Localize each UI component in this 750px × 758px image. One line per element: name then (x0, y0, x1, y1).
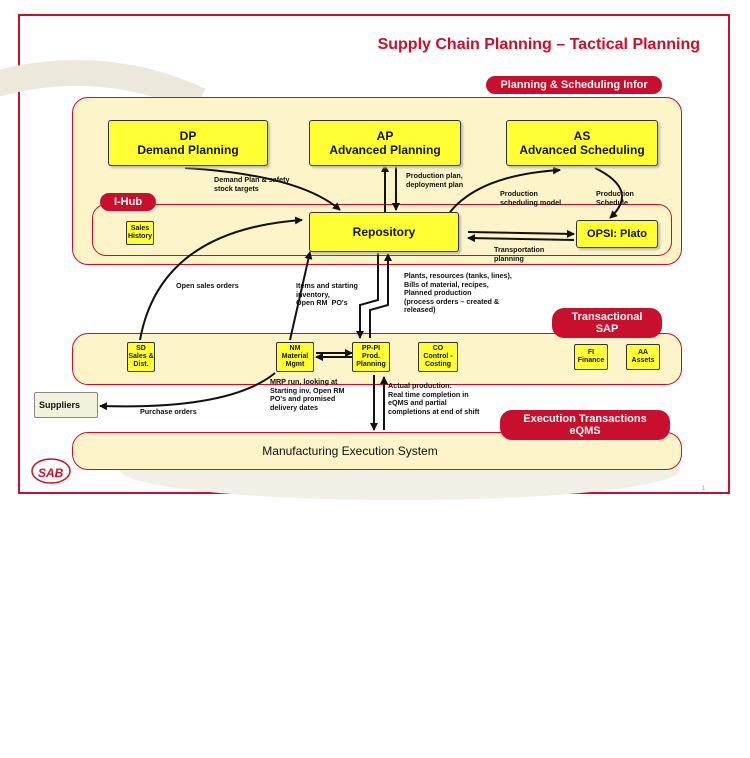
arrow-sd-to-repository (139, 216, 303, 341)
arrow-nm-to-repository (289, 251, 313, 341)
arrow-nm-to-suppliers (99, 372, 276, 411)
flow-arrows (99, 164, 623, 431)
ihub-region-label: I-Hub (100, 193, 156, 211)
execution-region-label: Execution Transactions eQMS (500, 410, 670, 440)
arrow-dp-to-repository (184, 167, 341, 211)
suppliers-box: Suppliers (34, 392, 98, 418)
annotation-actual-production: Actual production: Real time completion … (388, 381, 480, 416)
annotation-production-scheduling-model: Production scheduling model (500, 189, 562, 207)
annotation-transportation-planning: Transportation planning (494, 245, 545, 263)
mes-label: Manufacturing Execution System (262, 444, 438, 458)
ap-advanced-planning-box: AP Advanced Planning (309, 120, 461, 166)
as-advanced-scheduling-box: AS Advanced Scheduling (506, 120, 658, 166)
annotation-production-schedule: Production Schedule (596, 189, 634, 207)
fi-finance-box: FI Finance (574, 344, 608, 370)
dp-demand-planning-box: DP Demand Planning (108, 120, 268, 166)
sab-logo-text: SAB (38, 466, 64, 480)
pppi-prod-planning-box: PP-PI Prod. Planning (352, 342, 390, 372)
annotation-production-plan: Production plan, deployment plan (406, 171, 464, 189)
repository-box: Repository (309, 212, 459, 252)
sd-sales-dist-box: SD Sales & Dist. (127, 342, 155, 372)
arrow-repository-to-pppi-1 (356, 252, 379, 339)
slide-title: Supply Chain Planning – Tactical Plannin… (377, 36, 700, 53)
arrow-repository-to-as (449, 166, 561, 213)
arrow-repository-opsi (467, 229, 575, 238)
arrow-opsi-repository (467, 234, 575, 243)
annotation-mrp-run: MRP run, looking at Starting inv, Open R… (270, 377, 345, 412)
opsi-plato-box: OPSI: Plato (576, 220, 658, 248)
co-control-costing-box: CO Control - Costing (418, 342, 458, 372)
arrow-pppi-to-repository (369, 253, 392, 338)
annotation-open-sales-orders: Open sales orders (176, 281, 239, 290)
annotation-demand-plan: Demand Plan & safety stock targets (214, 175, 290, 193)
nm-material-mgmt-box: NM Material Mgmt (276, 342, 314, 372)
sab-logo-mark (31, 458, 71, 484)
sales-history-box: Sales History (126, 221, 154, 245)
aa-assets-box: AA Assets (626, 344, 660, 370)
transactional-region-label: Transactional SAP (552, 308, 662, 338)
annotation-purchase-orders: Purchase orders (140, 407, 197, 416)
annotation-items-inventory: Items and starting inventory, Open RM PO… (296, 281, 358, 307)
arrow-as-to-opsi (594, 167, 623, 219)
page-number: 1 (702, 486, 706, 492)
annotation-plants-resources: Plants, resources (tanks, lines), Bills … (404, 271, 512, 314)
planning-region-label: Planning & Scheduling Infor (486, 76, 662, 94)
